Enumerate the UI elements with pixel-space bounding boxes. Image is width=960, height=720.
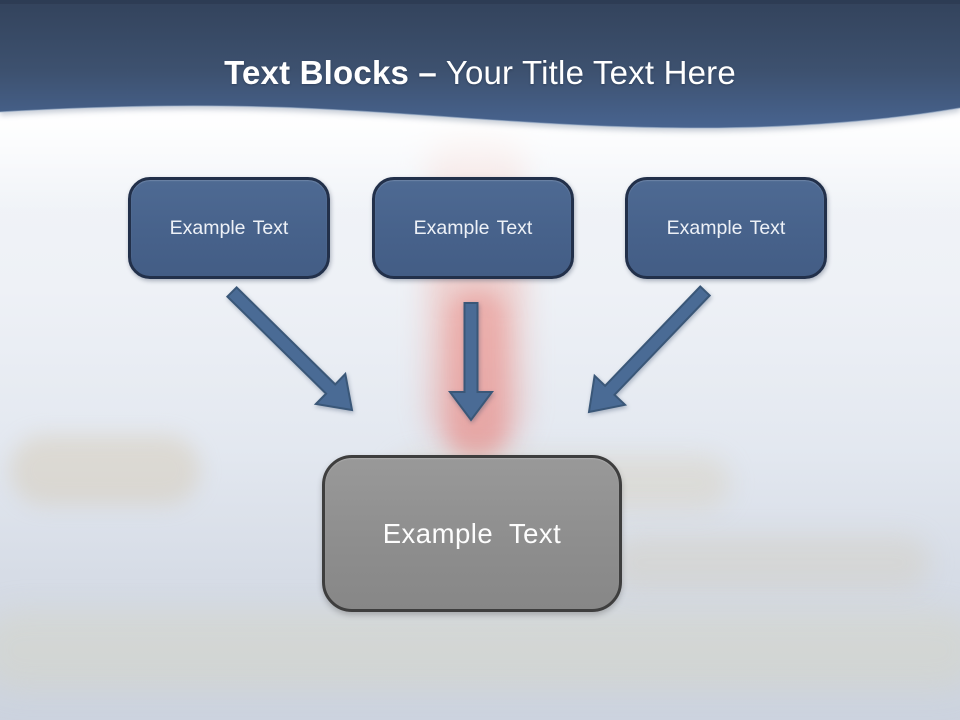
header-wave-banner bbox=[0, 0, 960, 129]
text-block-3-label: Example Text bbox=[666, 216, 786, 239]
background-figure-smear bbox=[428, 116, 524, 456]
background-reeds-right bbox=[610, 535, 930, 590]
text-block-2: Example Text bbox=[372, 177, 574, 279]
page-title-rest: Your Title Text Here bbox=[436, 54, 736, 91]
page-title: Text Blocks – Your Title Text Here bbox=[0, 53, 960, 93]
background-reeds-left bbox=[10, 435, 200, 505]
text-block-2-label: Example Text bbox=[413, 216, 533, 239]
background-figure-core-smear bbox=[448, 290, 506, 460]
result-block-label: Example Text bbox=[382, 517, 562, 549]
text-block-1-label: Example Text bbox=[169, 216, 289, 239]
result-block: Example Text bbox=[322, 455, 622, 612]
arrow-down-left-icon bbox=[587, 285, 712, 414]
arrow-down-right-icon bbox=[225, 285, 354, 412]
text-block-3: Example Text bbox=[625, 177, 827, 279]
text-block-1: Example Text bbox=[128, 177, 330, 279]
background-grass-bottom bbox=[0, 610, 960, 690]
arrow-down-icon bbox=[448, 302, 494, 422]
page-title-emphasis: Text Blocks – bbox=[224, 54, 437, 91]
